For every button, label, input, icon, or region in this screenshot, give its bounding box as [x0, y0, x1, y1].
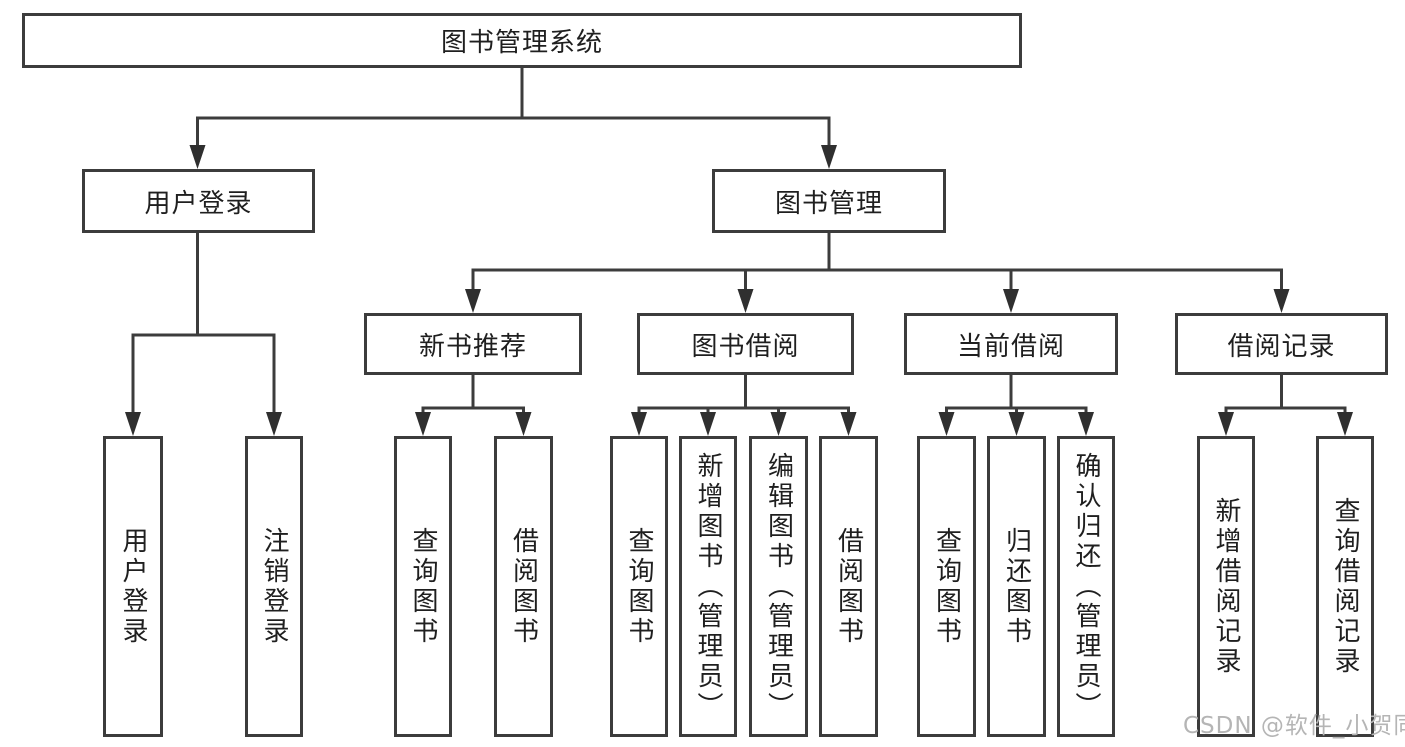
- leaf-user-login: 用户登录: [103, 436, 163, 737]
- node-label: 图书管理系统: [440, 28, 603, 58]
- leaf-label: 查询图书: [931, 526, 962, 647]
- leaf-label: 查询图书: [408, 526, 438, 647]
- leaf-query-borrow-record: 查询借阅记录: [1316, 436, 1374, 737]
- node-book-borrow: 图书借阅: [637, 313, 854, 375]
- node-library-management-system: 图书管理系统: [22, 13, 1022, 68]
- leaf-label: 新增借阅记录: [1211, 496, 1241, 677]
- node-borrow-records: 借阅记录: [1175, 313, 1388, 375]
- leaf-query-books-recommend: 查询图书: [394, 436, 452, 737]
- node-label: 用户登录: [144, 188, 253, 219]
- leaf-confirm-return-admin: 确认归还（管理员）: [1057, 436, 1115, 737]
- leaf-logout: 注销登录: [245, 436, 303, 737]
- leaf-label: 归还图书: [1001, 526, 1032, 647]
- leaf-label: 借阅图书: [508, 526, 539, 647]
- node-current-borrow: 当前借阅: [904, 313, 1118, 375]
- leaf-label: 查询借阅记录: [1330, 496, 1360, 677]
- leaf-label: 用户登录: [118, 526, 148, 647]
- node-new-book-recommend: 新书推荐: [364, 313, 582, 375]
- node-label: 借阅记录: [1227, 331, 1336, 362]
- leaf-return-books: 归还图书: [987, 436, 1046, 737]
- leaf-label: 新增图书（管理员）: [693, 451, 723, 722]
- leaf-borrow-books: 借阅图书: [819, 436, 878, 737]
- leaf-label: 编辑图书（管理员）: [763, 451, 794, 722]
- csdn-watermark: CSDN @软件_小贺同学: [1183, 713, 1405, 739]
- node-book-management: 图书管理: [712, 169, 946, 233]
- node-label: 新书推荐: [418, 331, 527, 362]
- leaf-label: 注销登录: [259, 526, 289, 647]
- node-label: 图书管理: [774, 188, 883, 219]
- node-label: 当前借阅: [956, 331, 1065, 362]
- leaf-borrow-books-recommend: 借阅图书: [494, 436, 553, 737]
- node-label: 图书借阅: [691, 331, 800, 362]
- leaf-label: 确认归还（管理员）: [1071, 451, 1101, 722]
- leaf-query-books-borrow: 查询图书: [610, 436, 668, 737]
- leaf-query-books-current: 查询图书: [917, 436, 976, 737]
- node-user-login: 用户登录: [82, 169, 315, 233]
- leaf-add-books-admin: 新增图书（管理员）: [679, 436, 737, 737]
- leaf-label: 借阅图书: [833, 526, 864, 647]
- leaf-label: 查询图书: [624, 526, 654, 647]
- leaf-add-borrow-record: 新增借阅记录: [1197, 436, 1255, 737]
- leaf-edit-books-admin: 编辑图书（管理员）: [749, 436, 808, 737]
